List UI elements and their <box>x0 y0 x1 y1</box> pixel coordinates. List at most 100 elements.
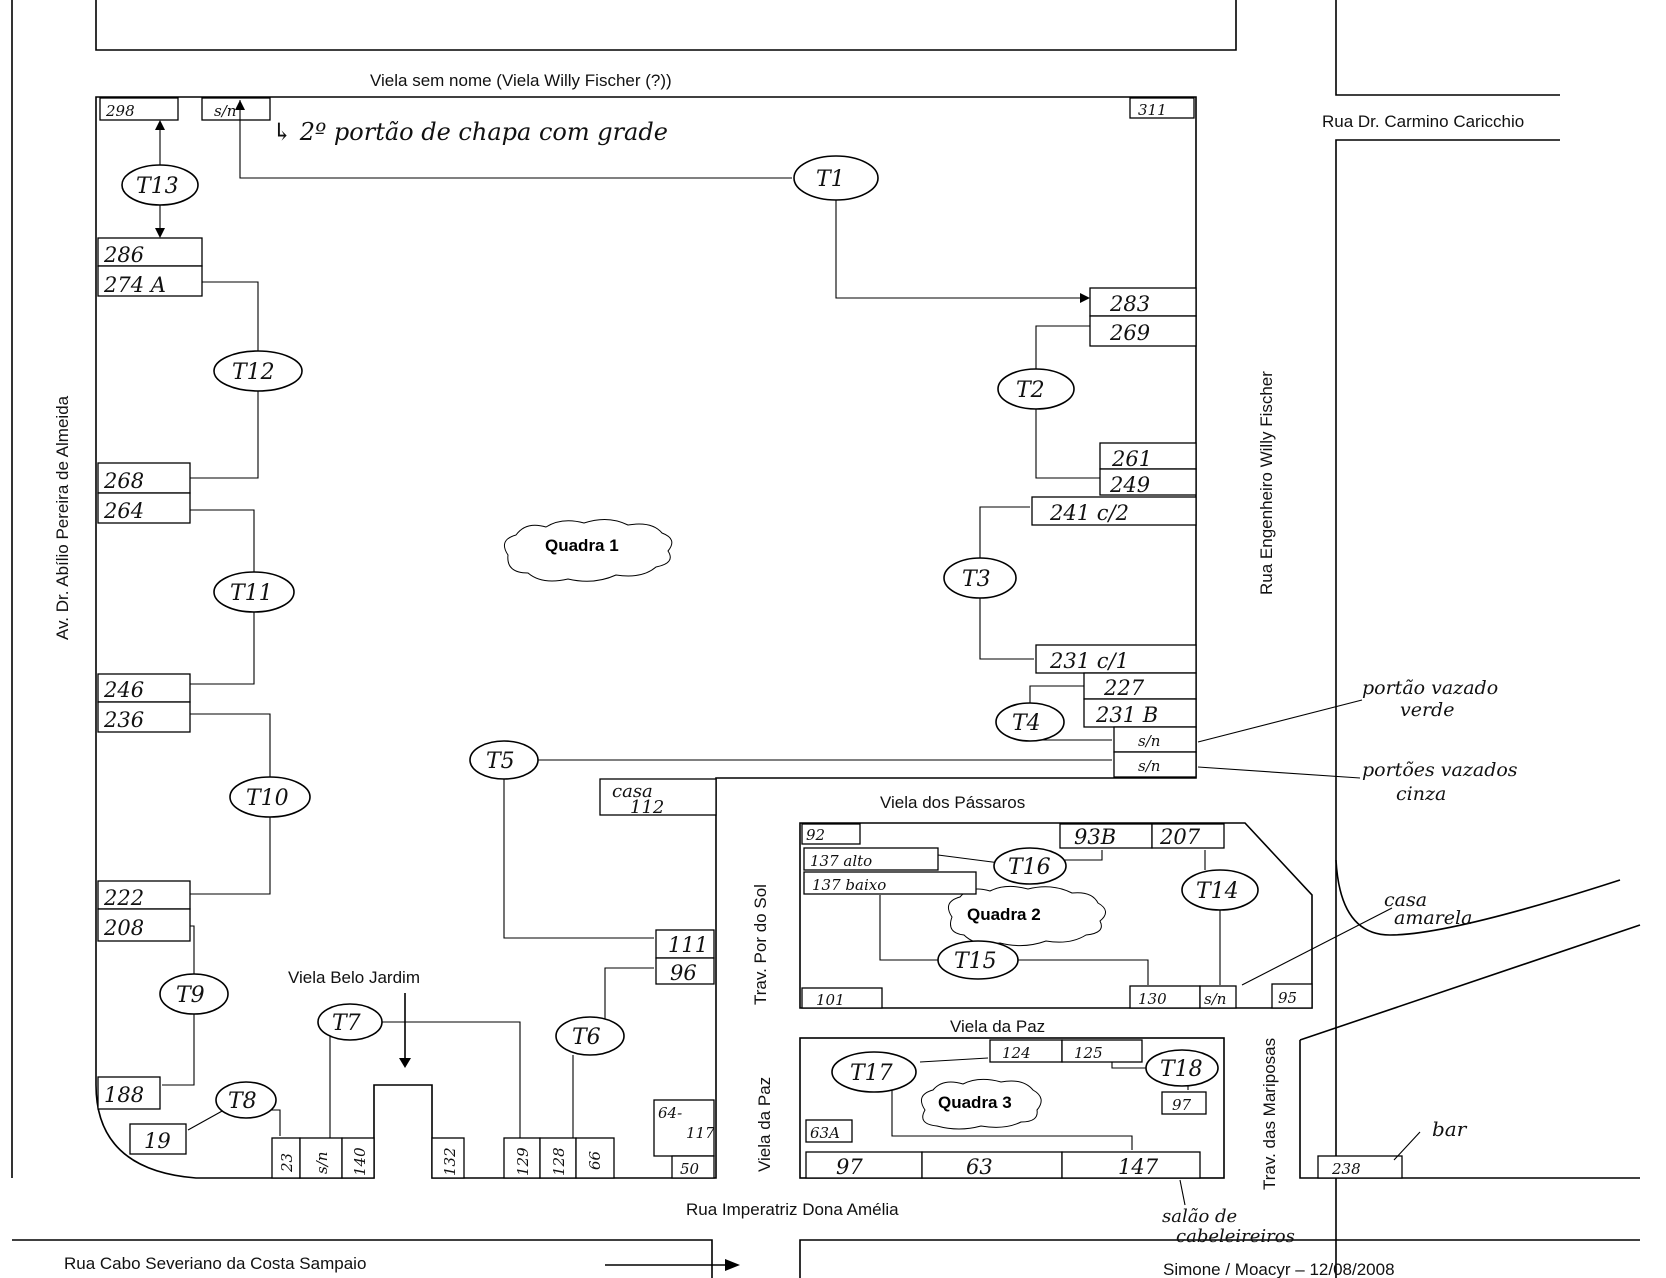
section-t14: T14 <box>1196 879 1239 904</box>
street-av-abilio: Av. Dr. Abílio Pereira de Almeida <box>53 395 72 640</box>
note-bar: bar <box>1432 1117 1468 1141</box>
house-268: 268 <box>103 469 144 493</box>
note-casa-amarela-2: amarela <box>1394 907 1472 929</box>
top-block-outline <box>95 0 1237 51</box>
street-viela-sem-nome: Viela sem nome (Viela Willy Fischer (?)) <box>370 71 672 90</box>
house-64: 64- <box>658 1104 682 1122</box>
street-trav-mariposas: Trav. das Mariposas <box>1260 1038 1279 1190</box>
top-right-block-outline <box>1335 0 1560 96</box>
note-portao-cinza-1: portões vazados <box>1362 759 1518 781</box>
section-t18: T18 <box>1160 1057 1203 1082</box>
house-130: 130 <box>1138 990 1167 1008</box>
right-block-edge <box>1335 139 1560 1278</box>
note-segundo-portao: ↳ 2º portão de chapa com grade <box>272 118 668 146</box>
house-298: 298 <box>105 102 135 120</box>
house-19: 19 <box>144 1129 171 1153</box>
street-viela-paz-top: Viela da Paz <box>950 1017 1045 1036</box>
house-66: 66 <box>586 1150 604 1170</box>
house-95: 95 <box>1278 989 1297 1007</box>
house-261: 261 <box>1111 447 1152 471</box>
house-sn-r1: s/n <box>1138 732 1160 750</box>
rua-cabo-arrowhead <box>725 1259 740 1271</box>
house-117: 117 <box>686 1124 715 1142</box>
house-311: 311 <box>1138 101 1167 119</box>
section-t7: T7 <box>332 1011 361 1036</box>
house-111: 111 <box>668 933 708 957</box>
casa-112-line1: casa <box>612 781 653 802</box>
section-t6: T6 <box>572 1025 601 1050</box>
section-t2: T2 <box>1016 378 1045 403</box>
street-viela-belo-jardim: Viela Belo Jardim <box>288 968 420 987</box>
house-264: 264 <box>103 499 144 523</box>
right-curve-edge <box>1335 859 1621 936</box>
quadra-1-label: Quadra 1 <box>545 536 619 555</box>
quadra-2-outline <box>799 822 1313 1009</box>
house-92: 92 <box>806 826 825 844</box>
mariposas-edge <box>1299 924 1641 1041</box>
section-t16: T16 <box>1008 855 1051 880</box>
house-147: 147 <box>1118 1155 1159 1179</box>
note-portao-cinza-2: cinza <box>1396 783 1446 805</box>
street-rua-willy: Rua Engenheiro Willy Fischer <box>1257 371 1276 595</box>
note-casa-amarela-1: casa <box>1384 889 1427 911</box>
section-t1: T1 <box>816 167 845 192</box>
house-249: 249 <box>1109 473 1150 497</box>
street-trav-por-do-sol: Trav. Por do Sol <box>751 884 770 1005</box>
house-50: 50 <box>680 1160 700 1178</box>
house-241: 241 c/2 <box>1049 501 1129 525</box>
house-sn-bottom: s/n <box>313 1152 331 1174</box>
note-portao-verde-1: portão vazado <box>1362 677 1498 699</box>
house-208: 208 <box>103 916 144 940</box>
house-188: 188 <box>104 1083 144 1107</box>
quadra-1-outline <box>95 96 1197 1179</box>
house-227: 227 <box>1103 676 1145 700</box>
street-viela-paz-side: Viela da Paz <box>755 1077 774 1172</box>
house-137-baixo: 137 baixo <box>812 876 886 894</box>
section-t4: T4 <box>1012 711 1041 736</box>
section-t5: T5 <box>486 749 515 774</box>
section-t17: T17 <box>850 1061 893 1086</box>
house-125: 125 <box>1074 1044 1103 1062</box>
house-207: 207 <box>1159 825 1201 849</box>
street-rua-cabo: Rua Cabo Severiano da Costa Sampaio <box>64 1254 366 1273</box>
house-137-alto: 137 alto <box>810 852 872 870</box>
house-93b: 93B <box>1074 825 1116 849</box>
house-97-q3: 97 <box>1172 1096 1192 1114</box>
section-t8: T8 <box>228 1089 257 1114</box>
house-97: 97 <box>836 1155 863 1179</box>
house-63a: 63A <box>810 1124 840 1142</box>
section-t12: T12 <box>232 360 275 385</box>
belo-jardim-arrowhead <box>399 1058 411 1068</box>
section-t11: T11 <box>230 581 273 606</box>
house-231b: 231 B <box>1095 703 1158 727</box>
quadra-3-cloud <box>920 1078 1042 1130</box>
section-connectors <box>155 100 1421 1206</box>
quadra-2-label: Quadra 2 <box>967 905 1041 924</box>
house-124: 124 <box>1002 1044 1031 1062</box>
house-96: 96 <box>670 961 697 985</box>
house-222: 222 <box>103 886 144 910</box>
street-rua-carmino: Rua Dr. Carmino Caricchio <box>1322 112 1524 131</box>
house-236: 236 <box>103 708 144 732</box>
house-sn-r2: s/n <box>1138 757 1160 775</box>
house-283: 283 <box>1109 292 1150 316</box>
bottom-right-block <box>1299 1040 1640 1179</box>
house-63: 63 <box>966 1155 993 1179</box>
note-salao-2: cabeleireiros <box>1176 1226 1295 1247</box>
house-128: 128 <box>550 1147 568 1176</box>
house-274a: 274 A <box>103 273 166 297</box>
house-boxes: 298 s/n 311 286 274 A 268 264 246 236 22… <box>97 97 1403 1179</box>
note-portao-verde-2: verde <box>1400 699 1454 721</box>
quadra-1-cloud <box>503 519 673 582</box>
house-101: 101 <box>816 991 845 1009</box>
house-132: 132 <box>441 1147 459 1176</box>
credit-text: Simone / Moacyr – 12/08/2008 <box>1163 1260 1395 1278</box>
house-140: 140 <box>351 1147 369 1176</box>
house-231c: 231 c/1 <box>1049 649 1129 673</box>
street-viela-passaros: Viela dos Pássaros <box>880 793 1025 812</box>
section-ovals: T1 T2 T3 T4 T5 T6 T7 T8 T9 T10 T11 T12 T… <box>121 155 1259 1119</box>
house-sn-q2: s/n <box>1204 990 1226 1008</box>
street-rua-imperatriz: Rua Imperatriz Dona Amélia <box>686 1200 899 1219</box>
house-238: 238 <box>1331 1160 1361 1178</box>
